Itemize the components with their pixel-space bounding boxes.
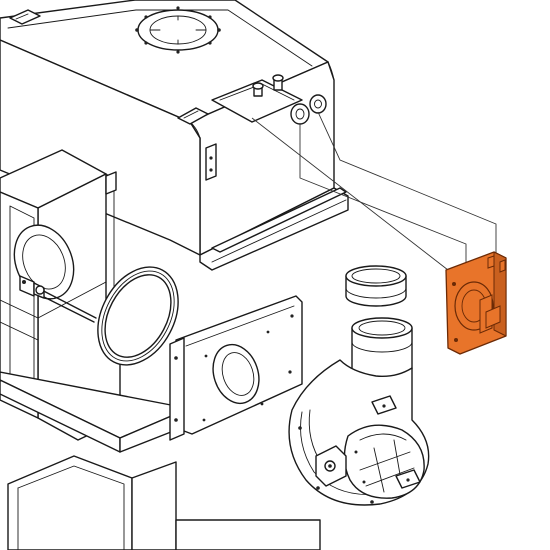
blower-mounting-plate [169,295,303,441]
lower-base [0,371,177,453]
latch-top-left [9,9,41,25]
hose-lead-lines [251,111,497,271]
pedestal-base [7,455,321,550]
mounting-screws [252,74,284,97]
top-vent-opening [135,6,221,54]
front-tab-bracket [205,143,217,181]
gasket-ring [97,266,179,366]
inducer-blower [288,317,430,506]
latch-front [177,107,209,125]
coupling-ring [345,265,407,307]
igniter-rod [19,275,97,323]
pressure-switch-highlighted [445,251,507,355]
